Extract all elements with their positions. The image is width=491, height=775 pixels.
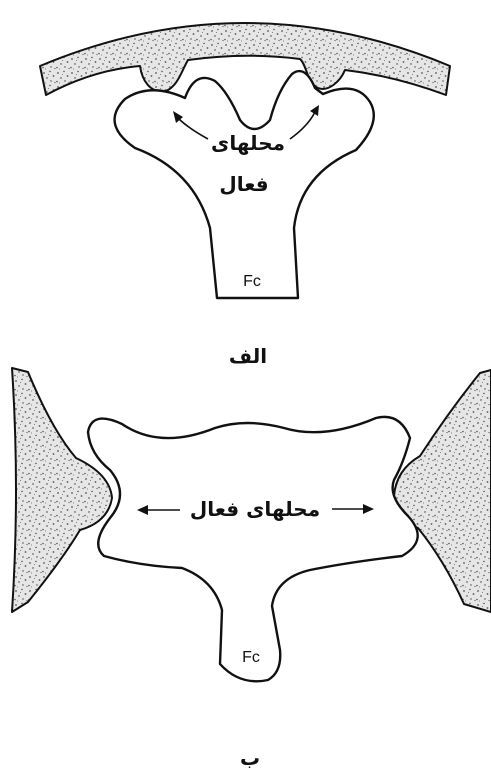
panel-b-fc-label: Fc [242, 649, 260, 666]
panel-a-active-sites-label-line1: محلهای [211, 131, 285, 155]
panel-b-caption: ب [240, 746, 260, 770]
panel-a-cell-membrane [40, 23, 450, 95]
panel-a-fc-label: Fc [243, 273, 261, 290]
panel-a: محلهای فعال Fc [40, 23, 450, 298]
panel-b-left-membrane [12, 368, 112, 612]
panel-a-active-sites-label-line2: فعال [219, 172, 268, 196]
panel-b-antibody [88, 417, 418, 681]
panel-b-active-sites-label: محلهای فعال [190, 497, 320, 521]
panel-a-caption: الف [229, 344, 267, 368]
panel-b-right-membrane [394, 370, 491, 612]
panel-b: محلهای فعال Fc [12, 368, 491, 681]
